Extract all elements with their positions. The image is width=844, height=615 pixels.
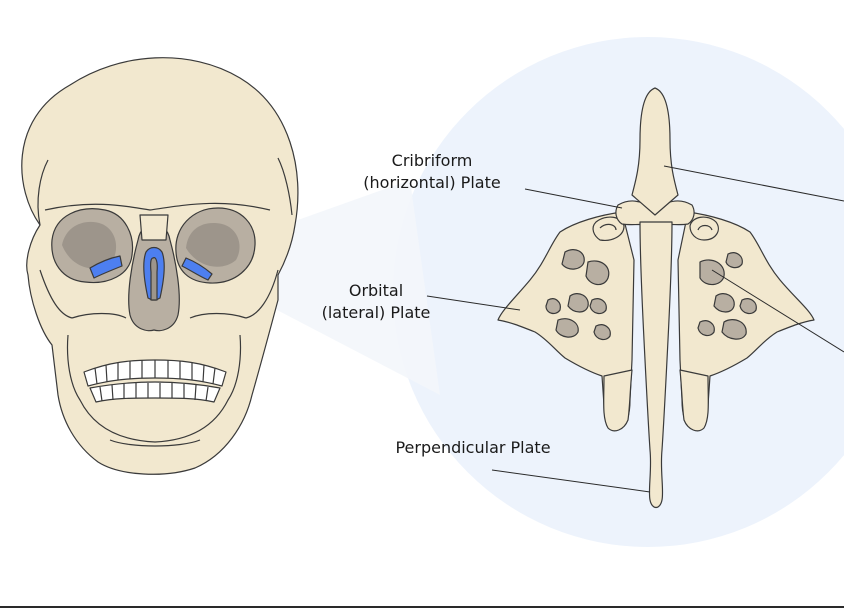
prev-button[interactable] [0,252,24,296]
cribriform-label-line2: (horizontal) Plate [352,172,512,194]
skull [22,58,298,475]
bottom-divider [0,606,844,608]
cribriform-label-line1: Cribriform [352,150,512,172]
perpendicular-label: Perpendicular Plate [378,437,568,459]
orbital-label-line2: (lateral) Plate [306,302,446,324]
orbital-label-line1: Orbital [306,280,446,302]
chevron-left-icon [4,256,20,292]
